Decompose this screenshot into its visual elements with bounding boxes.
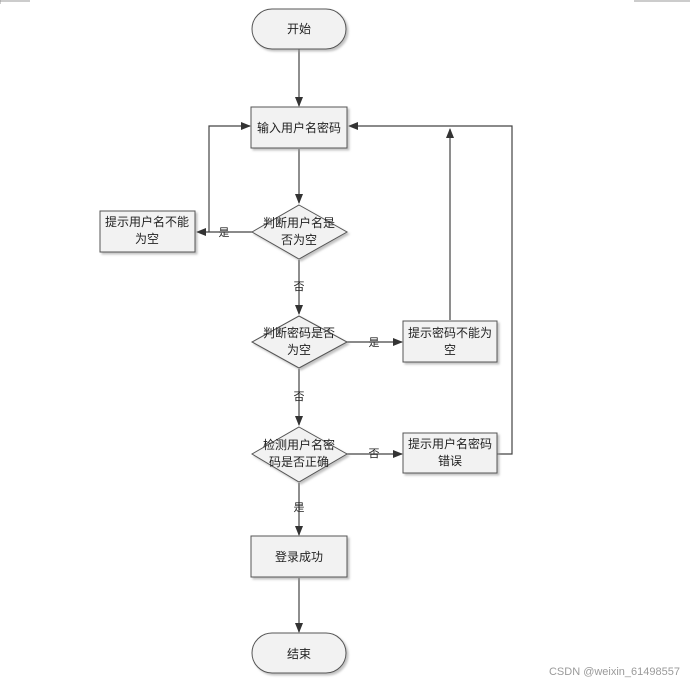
edge-label-user-no: 否	[294, 280, 305, 293]
wrong-msg-line2: 错误	[438, 454, 462, 468]
check-user-decision	[250, 204, 349, 260]
edge-label-verify-no: 否	[369, 447, 380, 460]
pass-empty-msg-line2: 空	[444, 343, 456, 357]
user-empty-msg-line2: 为空	[135, 232, 159, 246]
crop-mark-left	[0, 0, 30, 4]
wrong-msg-process	[402, 432, 498, 474]
edge-user-msg-back-to-input	[208, 122, 251, 232]
user-empty-msg-line1: 提示用户名不能	[105, 214, 189, 229]
end-label: 结束	[287, 647, 311, 661]
success-label: 登录成功	[275, 549, 323, 564]
verify-decision	[251, 426, 349, 483]
wrong-msg-line1: 提示用户名密码	[408, 436, 492, 451]
input-process	[250, 106, 348, 149]
edge-label-pass-no: 否	[294, 390, 305, 403]
edge-label-pass-yes: 是	[369, 336, 380, 349]
edge-wrong-msg-back-to-input	[348, 122, 513, 455]
input-label: 输入用户名密码	[257, 120, 341, 135]
edge-label-user-yes: 是	[219, 226, 230, 239]
check-user-label-line1: 判断用户名是	[263, 215, 335, 230]
success-process	[250, 535, 348, 578]
verify-label-line1: 检测用户名密	[263, 437, 335, 452]
check-pass-label-line1: 判断密码是否	[263, 325, 335, 340]
edge-label-verify-yes: 是	[294, 501, 305, 514]
watermark: CSDN @weixin_61498557	[548, 666, 680, 678]
end-terminal	[251, 632, 347, 674]
pass-empty-msg-process	[402, 320, 498, 363]
verify-label-line2: 码是否正确	[269, 455, 329, 469]
check-user-label-line2: 否为空	[281, 233, 317, 247]
pass-empty-msg-line1: 提示密码不能为	[408, 325, 492, 340]
check-pass-label-line2: 为空	[287, 343, 311, 357]
start-terminal	[251, 8, 347, 50]
start-label: 开始	[287, 22, 311, 36]
check-pass-decision	[250, 315, 349, 369]
user-empty-msg-process	[99, 210, 196, 253]
